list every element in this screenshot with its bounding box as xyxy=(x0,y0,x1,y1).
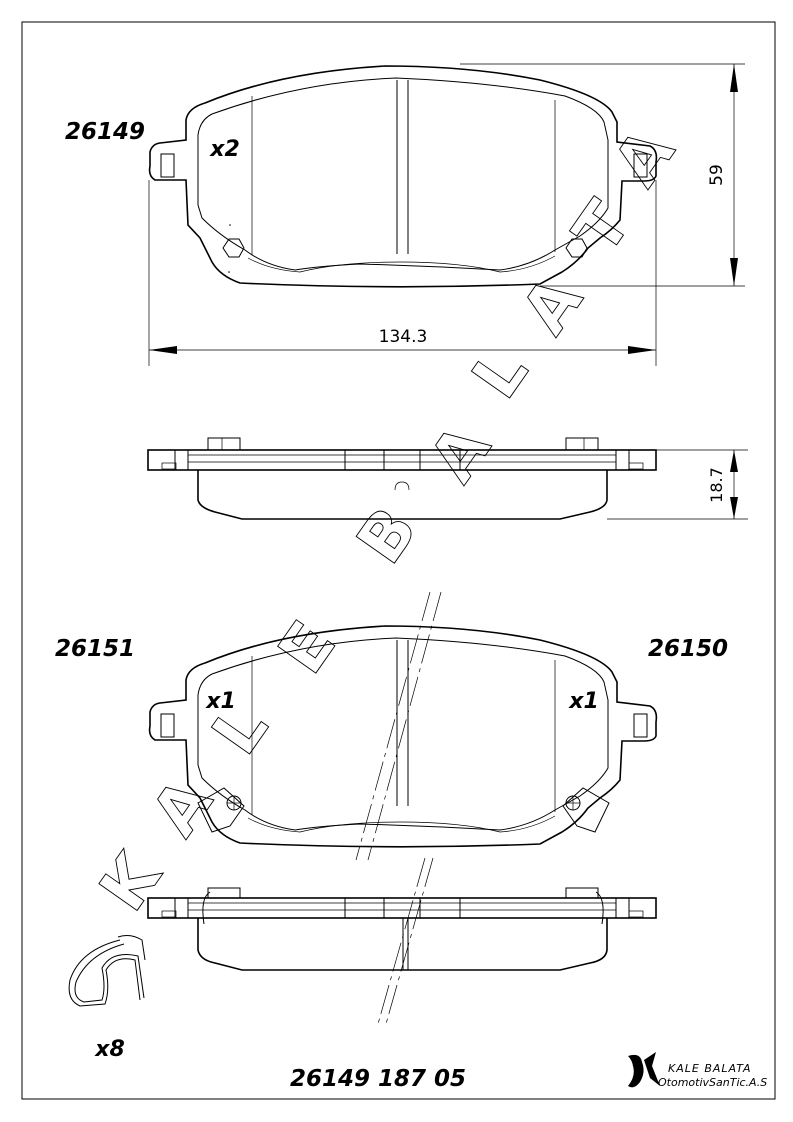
top-pad-front-view xyxy=(148,65,658,288)
watermark-letter: K xyxy=(86,839,176,924)
footer-product-code: 26149 187 05 xyxy=(290,1066,466,1092)
bottom-pad-front-view xyxy=(148,625,658,848)
watermark-letter: A xyxy=(416,412,505,495)
right-part-number: 26150 xyxy=(648,636,728,662)
brand-company: OtomotivSanTic.A.S xyxy=(658,1076,767,1089)
top-part-number: 26149 xyxy=(65,119,145,145)
width-dimension-text: 134.3 xyxy=(379,327,428,347)
watermark-letter: T xyxy=(560,189,646,267)
clip-quantity: x8 xyxy=(94,1037,125,1062)
brand-name: KALE BALATA xyxy=(668,1062,751,1075)
thickness-dimension-text: 18.7 xyxy=(707,467,726,503)
watermark-letter: A xyxy=(138,766,227,849)
watermark-letter: B xyxy=(343,495,432,577)
page-frame xyxy=(21,21,776,1100)
top-quantity: x2 xyxy=(209,137,240,162)
right-quantity: x1 xyxy=(568,689,599,714)
dimension-height xyxy=(460,63,745,287)
watermark-letter: A xyxy=(600,116,689,199)
left-quantity: x1 xyxy=(205,689,236,714)
watermark-letter: L xyxy=(459,336,543,412)
anti-rattle-clip xyxy=(68,935,146,1007)
dimension-thickness xyxy=(607,449,748,520)
left-part-number: 26151 xyxy=(55,636,135,662)
top-pad-side-view xyxy=(147,437,657,520)
height-dimension-text: 59 xyxy=(707,164,727,186)
kale-balata-logo: KALE BALATA OtomotivSanTic.A.S xyxy=(628,1052,767,1089)
bottom-pad-side-view xyxy=(147,887,657,971)
dimension-width xyxy=(148,180,657,366)
section-break-lines xyxy=(355,591,442,1025)
